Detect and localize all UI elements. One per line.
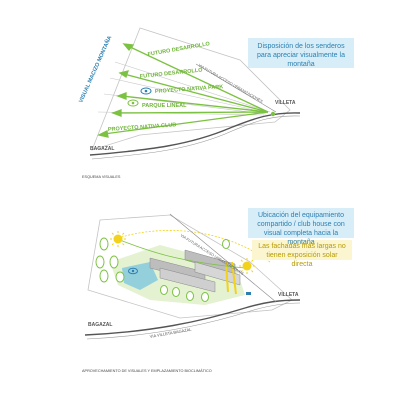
- caption-top: ESQUEMA VISUALES: [82, 175, 121, 179]
- tree: [222, 239, 230, 249]
- eye-icon: [140, 87, 152, 95]
- label-bagazal-top: BAGAZAL: [90, 146, 114, 152]
- sight-line: [123, 73, 269, 113]
- label-proyecto-nativa-park: PROYECTO NATIVA PARK: [155, 84, 224, 95]
- top-terrain-outline: [91, 27, 291, 151]
- eye-icon: [128, 267, 138, 275]
- top-info-text: Disposición de los senderos para aprecia…: [257, 43, 345, 68]
- eye-icon: [127, 99, 139, 107]
- label-visual-macizo: VISUAL MACIZO MONTAÑA: [77, 35, 113, 104]
- tree: [172, 287, 180, 297]
- buildings: [149, 249, 241, 293]
- bottom-info-box-yellow: [252, 240, 352, 260]
- top-sector-line: [114, 61, 271, 113]
- top-access-road: [195, 63, 277, 113]
- bottom-info-text-1: Ubicación del equipamiento compartido / …: [257, 212, 345, 246]
- sun-icon: [110, 231, 126, 247]
- tree: [201, 292, 209, 302]
- tree: [99, 237, 109, 251]
- facade-edge: [231, 261, 237, 295]
- tree: [109, 255, 119, 269]
- sight-line: [127, 45, 269, 113]
- sight-line: [117, 111, 269, 114]
- bottom-access-road: [169, 213, 277, 303]
- facade-highlights: [225, 261, 237, 295]
- tree: [99, 269, 109, 283]
- tree: [160, 285, 168, 295]
- building: [159, 267, 216, 293]
- villeta-node: [270, 111, 276, 117]
- sight-arrowhead: [116, 92, 127, 100]
- top-info-box: [248, 38, 354, 68]
- sun-icon: [239, 258, 255, 274]
- top-road-parallel: [91, 115, 301, 160]
- label-parque-lineal: PARQUE LINEAL: [142, 103, 187, 109]
- sight-line-bottom: [119, 239, 246, 269]
- sight-arrowhead: [122, 43, 135, 52]
- sight-line: [121, 95, 269, 113]
- label-villeta-bottom: VILLETA: [278, 292, 299, 298]
- blue-zone: [122, 262, 158, 290]
- sight-line: [103, 111, 269, 135]
- tree: [95, 255, 105, 269]
- facade-edge: [225, 261, 229, 293]
- bottom-road-parallel: [86, 302, 301, 340]
- tree: [186, 291, 194, 301]
- trees: [95, 237, 230, 302]
- bottom-info-text-2: Las fachadas más largas no tienen exposi…: [258, 243, 346, 268]
- sight-arrowhead: [97, 130, 109, 138]
- car-icon: [246, 292, 251, 295]
- caption-bottom: APROVECHAMIENTO DE VISUALES Y EMPLAZAMIE…: [82, 369, 212, 373]
- bottom-diagram: VIA FUTURA ACCESO URBANIZACIONES VILLETA…: [82, 208, 354, 373]
- label-bagazal-bottom: BAGAZAL: [88, 322, 112, 328]
- top-sector-line: [109, 77, 269, 114]
- sight-arrowhead: [118, 70, 129, 79]
- building: [194, 261, 241, 286]
- bottom-road: [84, 299, 301, 336]
- label-proyecto-nativa-club: PROYECTO NATIVA CLUB: [108, 122, 177, 133]
- top-sight-lines: [97, 43, 269, 138]
- bottom-info-box-blue: [248, 208, 354, 238]
- sight-arrowhead: [111, 109, 122, 117]
- tree: [115, 271, 125, 283]
- label-villeta-top: VILLETA: [275, 100, 296, 106]
